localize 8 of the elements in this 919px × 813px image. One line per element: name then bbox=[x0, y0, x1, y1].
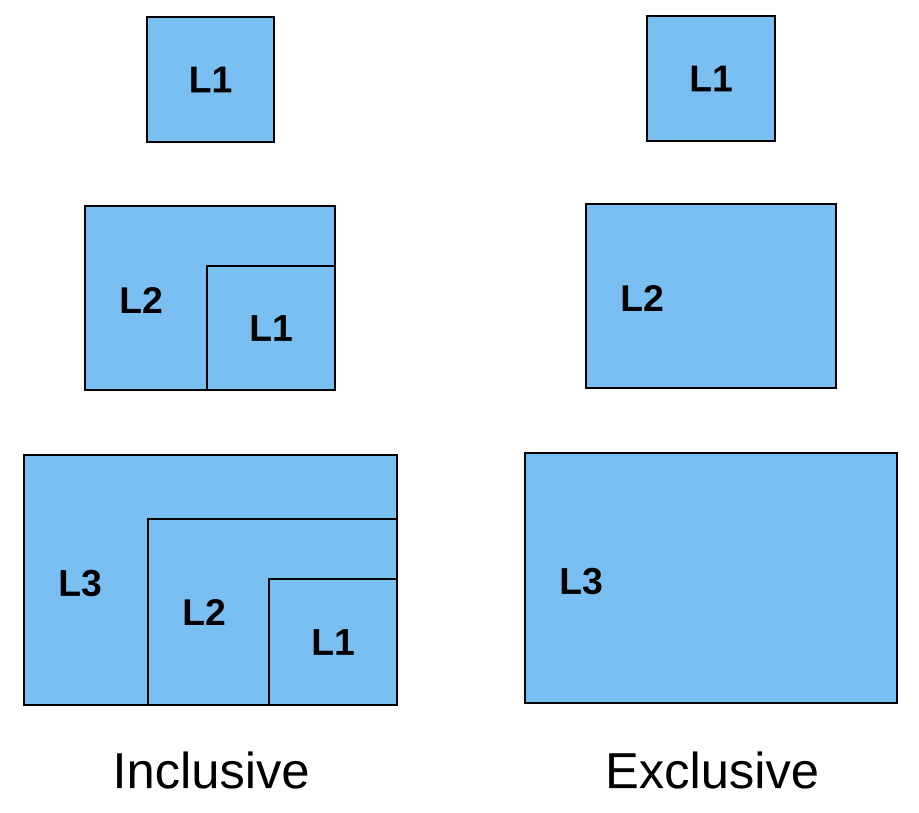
nested-box: L1 bbox=[206, 265, 336, 391]
level-box: L3 bbox=[524, 452, 898, 704]
column-caption: Exclusive bbox=[609, 751, 817, 789]
nested-box: L1 bbox=[268, 578, 398, 706]
level-box: L2 bbox=[585, 203, 838, 389]
level-box: L1 bbox=[146, 16, 275, 143]
column-caption: Inclusive bbox=[117, 751, 308, 789]
level-box: L1 bbox=[646, 15, 776, 142]
